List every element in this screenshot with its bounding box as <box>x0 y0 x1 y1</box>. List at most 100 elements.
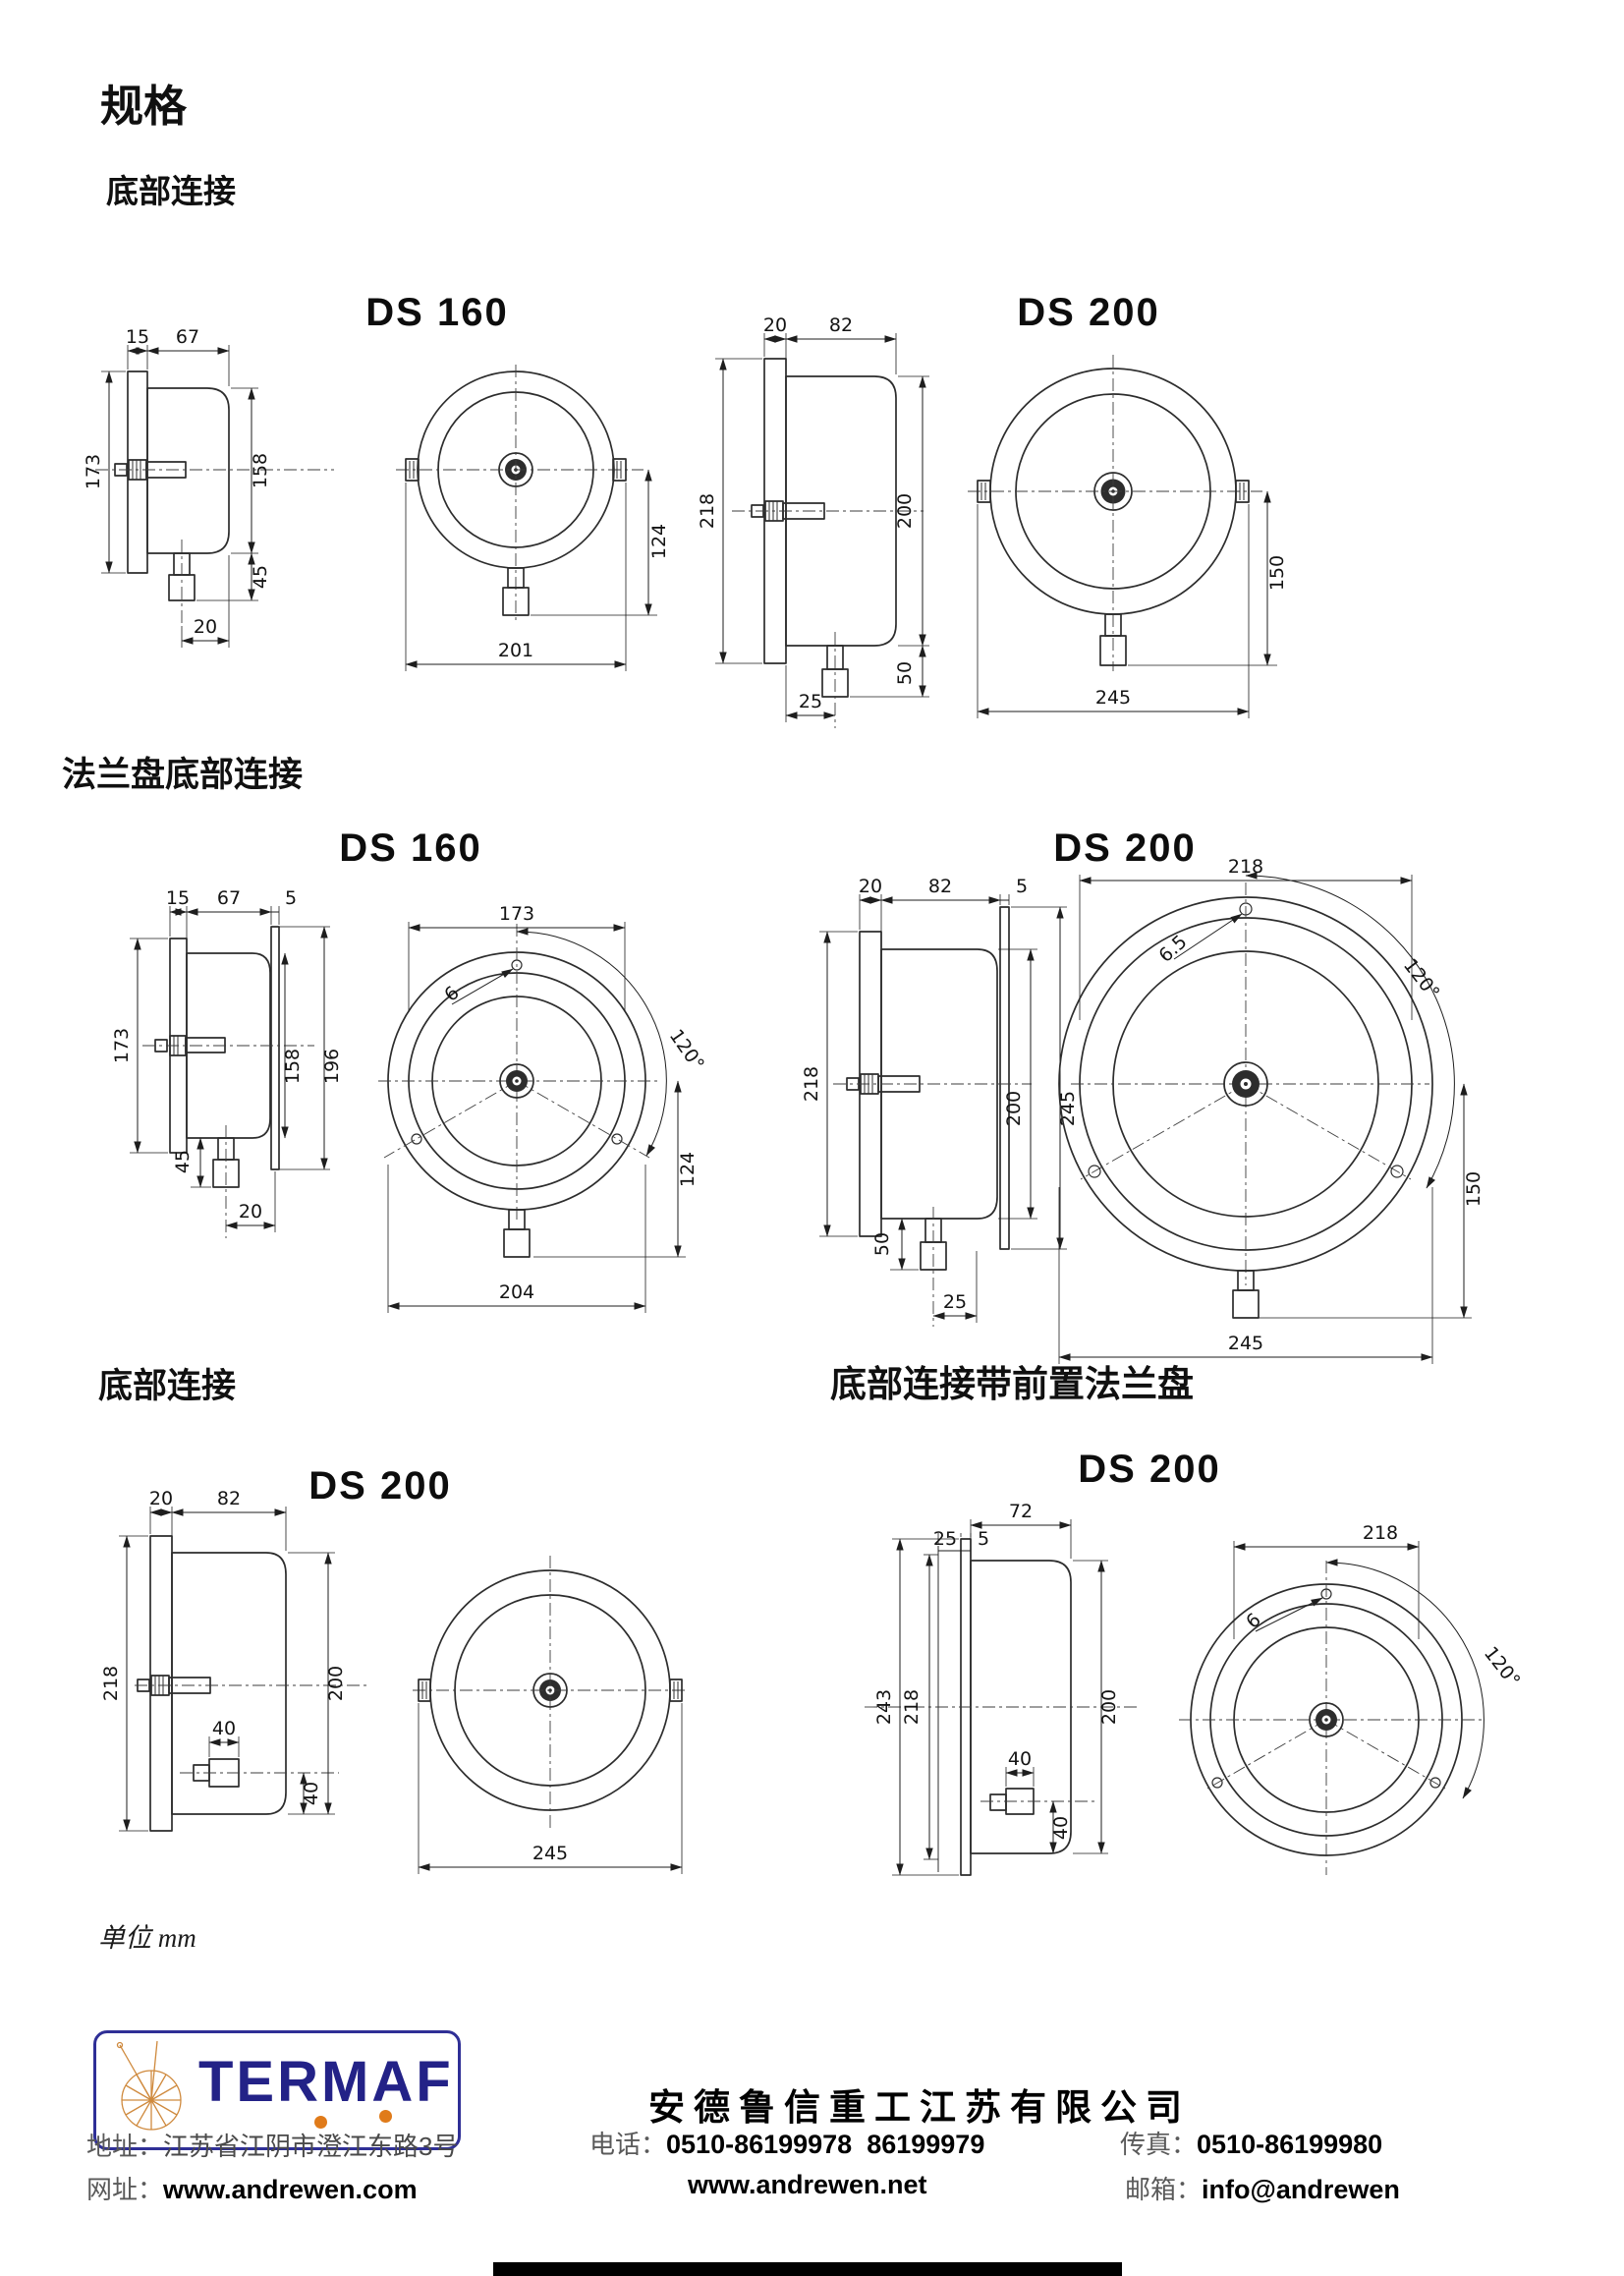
dim-label: 50 <box>871 1232 893 1256</box>
web-value-1: www.andrewen.com <box>163 2175 418 2204</box>
heading-flange-bottom-connection: 法兰盘底部连接 <box>62 756 304 794</box>
dim-label: 82 <box>928 876 952 897</box>
front-view: 245 <box>413 1556 688 1874</box>
dim-label: 5 <box>285 887 297 909</box>
dim-label: 20 <box>239 1201 262 1223</box>
figure-ds200-front-flange: DS 200 72 25 5 243 <box>845 1443 1533 1914</box>
heading-bottom-connection: 底部连接 <box>106 175 236 210</box>
dim-label: 245 <box>1095 687 1131 709</box>
dim-label: 204 <box>499 1281 534 1303</box>
dim-label: 50 <box>894 661 916 685</box>
web-value-2: www.andrewen.net <box>688 2170 927 2199</box>
dim-label: 20 <box>194 616 217 638</box>
logo-orange-dot-icon <box>379 2110 392 2123</box>
dim-label: 158 <box>250 453 271 488</box>
dim-label: 45 <box>172 1150 194 1173</box>
side-view: 20 82 218 200 50 25 <box>697 314 929 728</box>
dim-label: 245 <box>1228 1333 1263 1354</box>
dim-label: 45 <box>250 565 271 589</box>
unit-note: 单位 mm <box>98 1923 196 1953</box>
figure-title: DS 160 <box>339 826 481 870</box>
email-line: 邮箱：info@andrewen <box>1125 2170 1400 2206</box>
dim-label: 200 <box>1003 1091 1025 1126</box>
dim-label: 15 <box>126 326 149 348</box>
dim-label: 40 <box>1050 1816 1072 1840</box>
dim-label: 218 <box>1228 856 1263 878</box>
dim-label: 124 <box>648 524 670 559</box>
dim-label: 218 <box>697 493 718 529</box>
fax-value: 0510-86199980 <box>1197 2130 1383 2159</box>
dim-label: 196 <box>321 1049 343 1084</box>
figure-ds200-flange: DS 200 20 82 5 <box>786 824 1552 1366</box>
figure-ds200-back-bottom-connection: DS 200 20 82 218 <box>93 1450 712 1902</box>
dim-label: 200 <box>1098 1689 1120 1725</box>
website-line: 网址：www.andrewen.com <box>86 2170 418 2206</box>
side-view: 20 82 218 200 40 40 <box>100 1488 368 1832</box>
termaf-logo: TERMAF <box>93 2030 461 2150</box>
front-view: 150 245 <box>968 355 1288 718</box>
dim-label: 218 <box>801 1066 822 1102</box>
dim-label: 82 <box>829 314 853 336</box>
fax-label: 传真： <box>1120 2130 1198 2159</box>
front-view: 6.5 120° 218 150 245 <box>1058 856 1484 1364</box>
dim-label: 120° <box>1480 1643 1525 1692</box>
email-label: 邮箱： <box>1125 2175 1203 2204</box>
side-view: 15 67 5 173 158 196 45 20 <box>111 887 343 1238</box>
heading-bottom-connection-front-flange: 底部连接带前置法兰盘 <box>830 1365 1194 1405</box>
dim-label: 5 <box>978 1528 989 1550</box>
ds200-back-bottom-drawing: DS 200 20 82 218 <box>100 1464 688 1874</box>
dim-label: 6 <box>440 982 464 1005</box>
dim-label: 25 <box>943 1291 967 1313</box>
dim-label: 124 <box>677 1152 699 1187</box>
logo-orange-dot-icon <box>314 2116 327 2129</box>
side-view: 15 67 173 158 45 20 <box>83 326 334 648</box>
dim-label: 25 <box>799 691 822 712</box>
dim-label: 67 <box>176 326 199 348</box>
ds160-flange-drawing: DS 160 15 67 5 <box>111 826 708 1313</box>
dim-label: 6.5 <box>1154 931 1191 967</box>
address-label: 地址： <box>86 2132 164 2161</box>
side-view: 72 25 5 243 218 200 40 40 <box>865 1501 1140 1876</box>
ds200-front-flange-drawing: DS 200 72 25 5 243 <box>865 1448 1524 1876</box>
dim-label: 5 <box>1016 876 1028 897</box>
dim-label: 40 <box>301 1782 322 1805</box>
front-view: 6 120° 218 <box>1179 1522 1524 1875</box>
figure-ds160-bottom-connection: DS 160 15 67 173 <box>83 278 673 701</box>
dim-label: 20 <box>859 876 882 897</box>
dim-label: 72 <box>1009 1501 1033 1522</box>
side-view: 20 82 5 218 200 245 50 25 <box>801 876 1079 1327</box>
dim-label: 40 <box>1008 1748 1032 1770</box>
dim-label: 173 <box>499 903 534 925</box>
page-title: 规格 <box>100 83 187 131</box>
dim-label: 243 <box>873 1689 895 1725</box>
compass-rose-icon <box>116 2040 182 2131</box>
figure-ds200-bottom-connection: DS 200 20 82 218 <box>678 278 1454 740</box>
figure-title: DS 200 <box>308 1464 451 1508</box>
dim-label: 218 <box>901 1689 923 1725</box>
dim-label: 120° <box>1399 955 1444 1004</box>
dim-label: 200 <box>894 493 916 529</box>
front-view: 124 201 <box>396 365 670 671</box>
ds160-bottom-connection-drawing: DS 160 15 67 173 <box>83 291 670 671</box>
figure-title: DS 200 <box>1078 1448 1220 1491</box>
logo-wordmark: TERMAF <box>198 2050 454 2114</box>
dim-label: 120° <box>665 1026 708 1075</box>
dim-label: 158 <box>282 1049 304 1084</box>
fax-line: 传真：0510-86199980 <box>1120 2125 1382 2161</box>
address-line: 地址：江苏省江阴市澄江东路3号 <box>86 2127 458 2163</box>
website-line-2: www.andrewen.net <box>688 2170 927 2200</box>
dim-label: 218 <box>100 1666 122 1701</box>
phone-label: 电话： <box>589 2130 667 2159</box>
dim-label: 20 <box>149 1488 173 1509</box>
address-value: 江苏省江阴市澄江东路3号 <box>163 2132 459 2161</box>
phone-value: 0510-86199978 86199979 <box>666 2130 985 2159</box>
front-view: 6 120° 173 124 204 <box>378 903 708 1313</box>
phone-line: 电话：0510-86199978 86199979 <box>589 2125 984 2161</box>
dim-label: 201 <box>498 640 533 661</box>
dim-label: 173 <box>84 454 104 489</box>
dim-label: 20 <box>763 314 787 336</box>
figure-ds160-flange: DS 160 15 67 5 <box>88 825 737 1346</box>
ds200-bottom-connection-drawing: DS 200 20 82 218 <box>697 291 1288 728</box>
dim-label: 173 <box>111 1028 133 1063</box>
